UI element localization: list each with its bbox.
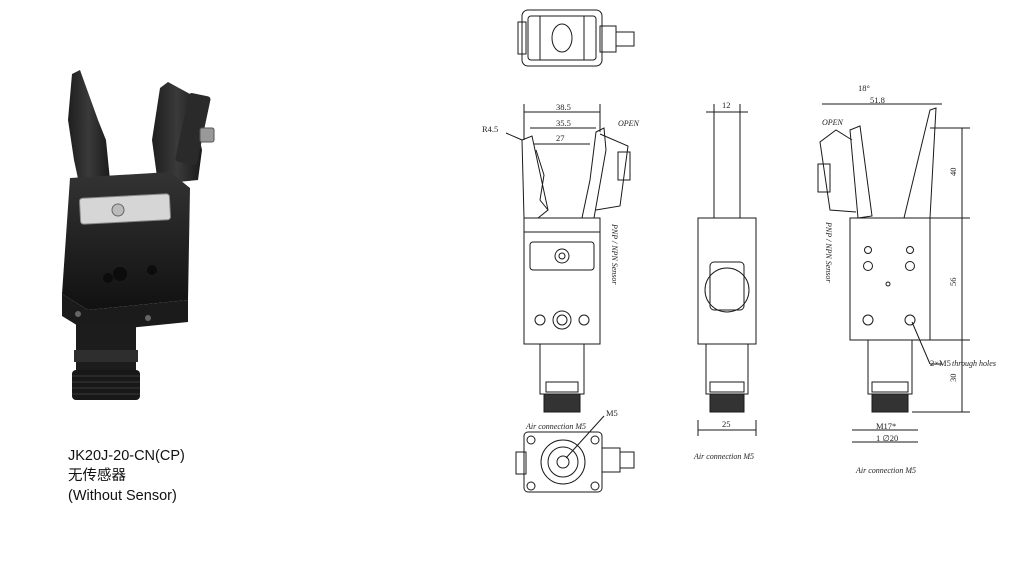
side-view — [697, 104, 757, 436]
right-view — [817, 103, 970, 443]
product-subtitle-cn: 无传感器 — [68, 468, 126, 484]
bottom-view — [515, 415, 635, 493]
gripper-photo — [62, 70, 215, 400]
dim-h-body: 56 — [948, 278, 958, 287]
product-subtitle-en: (Without Sensor) — [68, 488, 177, 504]
dim-open-width: 51.8 — [870, 95, 885, 105]
dim-h-stem: 30 — [948, 374, 958, 383]
dim-side-top: 12 — [722, 100, 731, 110]
front-view — [505, 104, 631, 413]
dim-side-bottom: 25 — [722, 419, 731, 429]
dim-h-jaw: 40 — [948, 168, 958, 177]
bottom-view-labels: Air connection M5 M5 — [525, 408, 618, 431]
dim-width-outer: 38.5 — [556, 102, 571, 112]
holes-note-prefix: 2×M5 — [930, 358, 951, 368]
holes-note-suffix: through holes — [952, 359, 996, 368]
dim-radius: R4.5 — [482, 124, 498, 134]
label-open-right: OPEN — [822, 118, 844, 127]
dim-diameter: 1 ∅20 — [876, 433, 898, 443]
label-m5: M5 — [606, 408, 618, 418]
top-view — [517, 9, 635, 67]
dim-thread: M17* — [876, 421, 896, 431]
dim-width-mid: 35.5 — [556, 118, 571, 128]
dim-width-inner: 27 — [556, 133, 565, 143]
product-model: JK20J-20-CN(CP) — [68, 448, 185, 464]
label-air-connection-side: Air connection M5 — [693, 452, 754, 461]
label-sensor-right: PNP / NPN Sensor — [824, 221, 833, 283]
label-open: OPEN — [618, 119, 640, 128]
label-sensor: PNP / NPN Sensor — [610, 223, 619, 285]
label-air-connection-right: Air connection M5 — [855, 466, 916, 475]
dim-angle: 18° — [858, 83, 870, 93]
side-view-labels: 12 25 Air connection M5 — [693, 100, 754, 461]
front-view-labels: 38.5 35.5 27 R4.5 OPEN PNP / NPN Sensor — [482, 102, 640, 285]
product-caption: JK20J-20-CN(CP) 无传感器 (Without Sensor) — [68, 446, 185, 506]
label-air-connection-bottom: Air connection M5 — [525, 422, 586, 431]
right-view-labels: 18° 51.8 OPEN PNP / NPN Sensor 40 56 30 … — [822, 83, 996, 475]
